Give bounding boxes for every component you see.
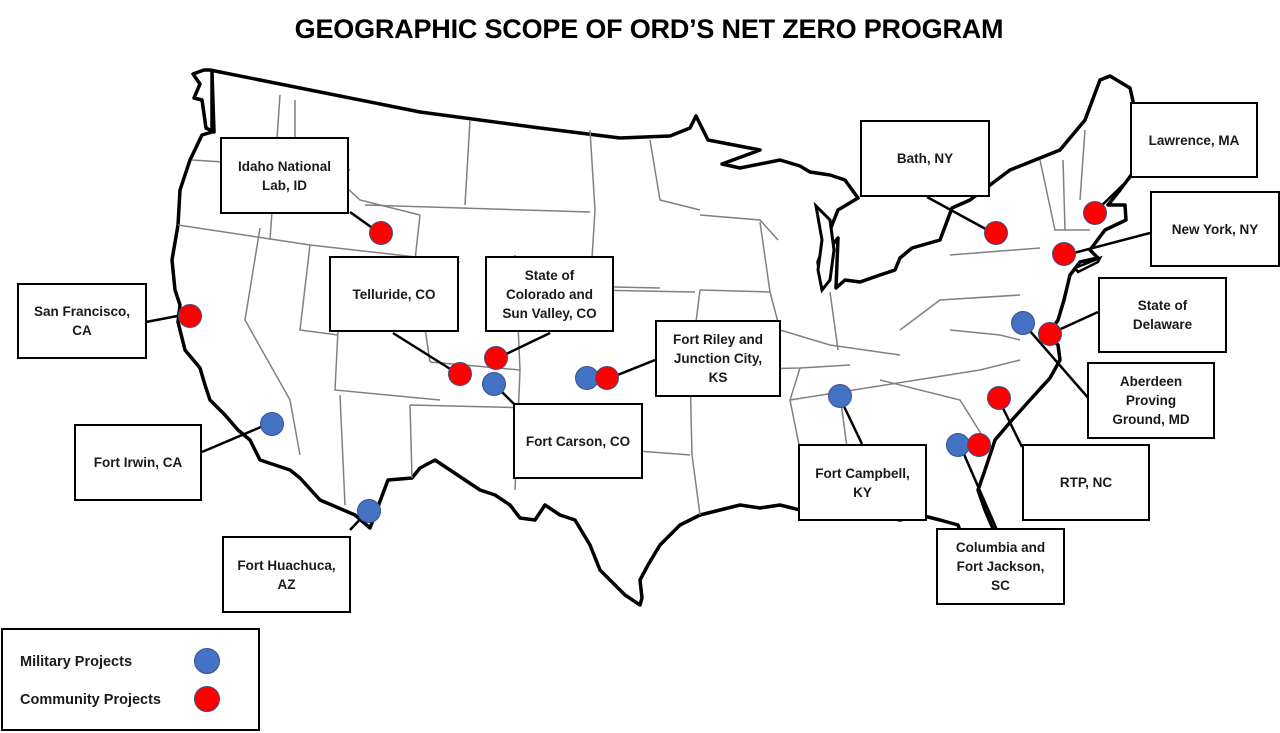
marker-fort-huachuca[interactable] (357, 499, 381, 523)
marker-bath-ny[interactable] (984, 221, 1008, 245)
marker-telluride[interactable] (448, 362, 472, 386)
community-dot-icon (194, 686, 220, 712)
marker-idaho-national-lab[interactable] (369, 221, 393, 245)
legend-label-military: Military Projects (20, 654, 133, 670)
callout-fort-irwin: Fort Irwin, CA (74, 424, 202, 501)
callout-new-york: New York, NY (1150, 191, 1280, 267)
marker-fort-campbell[interactable] (828, 384, 852, 408)
callout-delaware: State of Delaware (1098, 277, 1227, 353)
marker-new-york[interactable] (1052, 242, 1076, 266)
markers (178, 201, 1107, 523)
callout-telluride: Telluride, CO (329, 256, 459, 332)
callout-fort-riley: Fort Riley and Junction City, KS (655, 320, 781, 397)
legend: Military Projects Community Projects (1, 628, 260, 731)
lake-michigan (813, 201, 836, 294)
marker-fort-carson[interactable] (482, 372, 506, 396)
callout-fort-huachuca: Fort Huachuca, AZ (222, 536, 351, 613)
legend-label-community: Community Projects (20, 692, 161, 708)
callout-idaho-national-lab: Idaho National Lab, ID (220, 137, 349, 214)
marker-sun-valley[interactable] (484, 346, 508, 370)
marker-rtp-nc[interactable] (987, 386, 1011, 410)
marker-fort-irwin[interactable] (260, 412, 284, 436)
marker-lawrence-ma[interactable] (1083, 201, 1107, 225)
callout-san-francisco: San Francisco, CA (17, 283, 147, 359)
map-title: GEOGRAPHIC SCOPE OF ORD’S NET ZERO PROGR… (294, 14, 1004, 44)
marker-delaware[interactable] (1038, 322, 1062, 346)
callout-fort-campbell: Fort Campbell, KY (798, 444, 927, 521)
military-dot-icon (194, 648, 220, 674)
marker-san-francisco[interactable] (178, 304, 202, 328)
marker-junction-city[interactable] (595, 366, 619, 390)
callout-lawrence-ma: Lawrence, MA (1130, 102, 1258, 178)
marker-columbia[interactable] (967, 433, 991, 457)
callout-rtp-nc: RTP, NC (1022, 444, 1150, 521)
callout-aberdeen: Aberdeen Proving Ground, MD (1087, 362, 1215, 439)
callout-columbia-fort-jackson: Columbia and Fort Jackson, SC (936, 528, 1065, 605)
callout-colorado-sun-valley: State of Colorado and Sun Valley, CO (485, 256, 614, 332)
callout-bath-ny: Bath, NY (860, 120, 990, 197)
marker-aberdeen[interactable] (1011, 311, 1035, 335)
marker-fort-jackson[interactable] (946, 433, 970, 457)
callout-fort-carson: Fort Carson, CO (513, 403, 643, 479)
long-island (1073, 255, 1103, 274)
